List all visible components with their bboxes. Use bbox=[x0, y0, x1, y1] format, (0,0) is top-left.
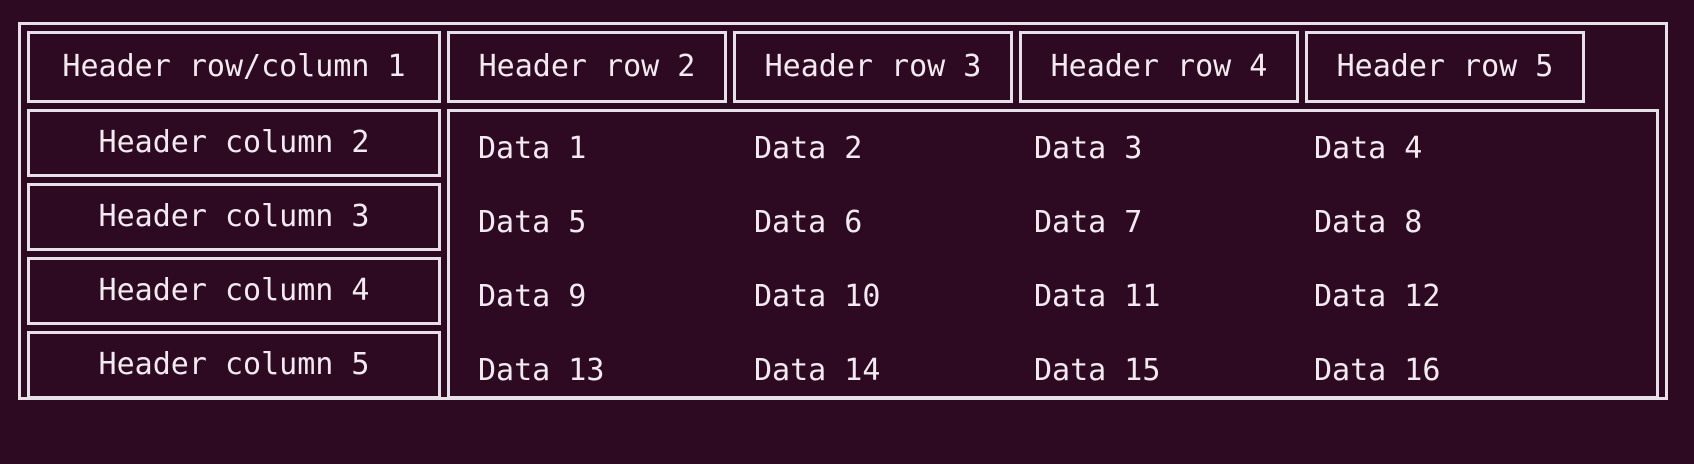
data-table: Header row/column 1 Header row 2 Header … bbox=[18, 22, 1668, 400]
row-header-cell-4[interactable]: Header column 5 bbox=[27, 331, 441, 399]
column-header-cell-4[interactable]: Header row 4 bbox=[1019, 31, 1299, 103]
data-cell[interactable]: Data 4 bbox=[1314, 131, 1423, 166]
data-cell[interactable]: Data 13 bbox=[478, 353, 605, 388]
data-cell[interactable]: Data 14 bbox=[754, 353, 881, 388]
column-header-cell-3[interactable]: Header row 3 bbox=[733, 31, 1013, 103]
data-cell[interactable]: Data 15 bbox=[1034, 353, 1161, 388]
column-header-cell-5[interactable]: Header row 5 bbox=[1305, 31, 1585, 103]
data-cell[interactable]: Data 9 bbox=[478, 279, 587, 314]
data-cell[interactable]: Data 8 bbox=[1314, 205, 1423, 240]
data-cell[interactable]: Data 12 bbox=[1314, 279, 1441, 314]
data-cell[interactable]: Data 10 bbox=[754, 279, 881, 314]
data-cell[interactable]: Data 3 bbox=[1034, 131, 1143, 166]
data-cell[interactable]: Data 5 bbox=[478, 205, 587, 240]
data-cell[interactable]: Data 2 bbox=[754, 131, 863, 166]
data-cell[interactable]: Data 16 bbox=[1314, 353, 1441, 388]
column-header-cell-1[interactable]: Header row/column 1 bbox=[27, 31, 441, 103]
data-cell[interactable]: Data 6 bbox=[754, 205, 863, 240]
row-header-cell-1[interactable]: Header column 2 bbox=[27, 109, 441, 177]
data-cell[interactable]: Data 11 bbox=[1034, 279, 1161, 314]
table-row: Data 13 Data 14 Data 15 Data 16 bbox=[450, 335, 1656, 407]
data-cell[interactable]: Data 1 bbox=[478, 131, 587, 166]
table-row: Data 5 Data 6 Data 7 Data 8 bbox=[450, 187, 1656, 259]
column-header-cell-2[interactable]: Header row 2 bbox=[447, 31, 727, 103]
table-row: Data 9 Data 10 Data 11 Data 12 bbox=[450, 261, 1656, 333]
data-region: Data 1 Data 2 Data 3 Data 4 Data 5 Data … bbox=[447, 109, 1659, 399]
row-header-cell-3[interactable]: Header column 4 bbox=[27, 257, 441, 325]
data-cell[interactable]: Data 7 bbox=[1034, 205, 1143, 240]
table-row: Data 1 Data 2 Data 3 Data 4 bbox=[450, 113, 1656, 185]
row-header-cell-2[interactable]: Header column 3 bbox=[27, 183, 441, 251]
